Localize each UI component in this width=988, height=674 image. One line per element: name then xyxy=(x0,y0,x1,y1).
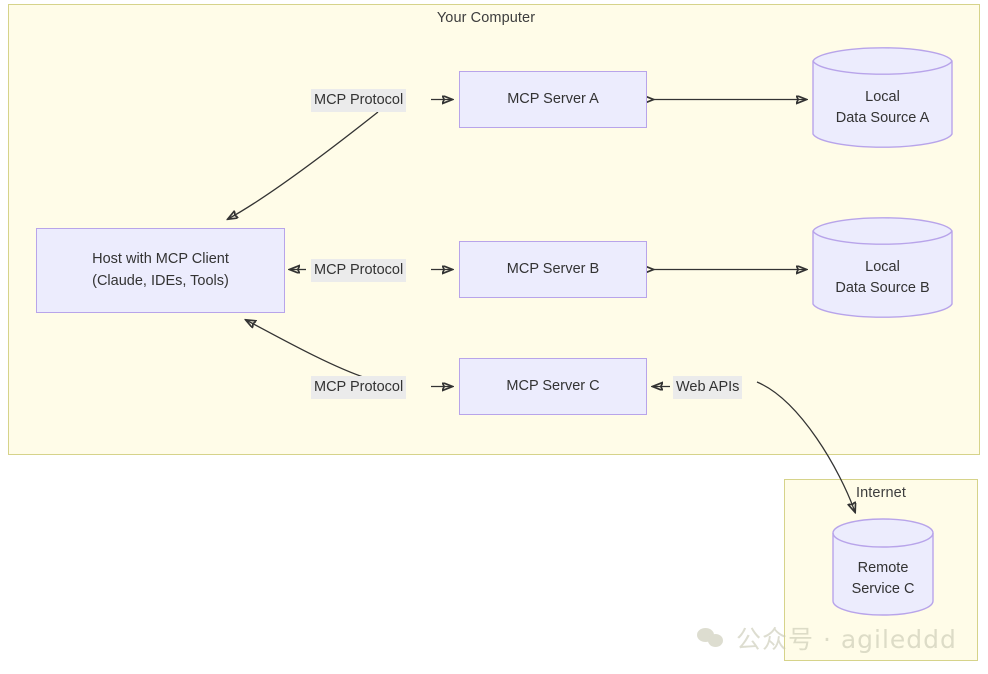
datastore-local-a-label: Local Data Source A xyxy=(812,87,953,129)
node-host-line2: (Claude, IDEs, Tools) xyxy=(92,272,229,289)
node-mcp-server-a[interactable]: MCP Server A xyxy=(459,71,647,128)
datastore-local-a-line1: Local xyxy=(865,89,900,105)
node-mcp-server-c[interactable]: MCP Server C xyxy=(459,358,647,415)
edge-label-mcp-protocol-b: MCP Protocol xyxy=(311,259,407,282)
datastore-local-b-line1: Local xyxy=(865,259,900,275)
watermark: 公众号 · agileddd xyxy=(697,620,957,656)
datastore-local-a-line2: Data Source A xyxy=(835,110,930,127)
edge-label-web-apis: Web APIs xyxy=(673,376,743,399)
edge-label-mcp-protocol-c: MCP Protocol xyxy=(311,376,407,399)
node-mcp-server-a-label: MCP Server A xyxy=(507,90,599,107)
node-mcp-server-b-label: MCP Server B xyxy=(506,260,600,277)
datastore-local-b-line2: Data Source B xyxy=(835,280,930,297)
datastore-remote-c-line1: Remote xyxy=(857,560,909,576)
cylinder-shape-icon xyxy=(832,518,934,616)
node-mcp-server-c-label: MCP Server C xyxy=(506,377,600,394)
cylinder-shape-icon xyxy=(812,47,953,148)
zone-internet-title: Internet xyxy=(856,485,906,501)
datastore-remote-c-line2: Service C xyxy=(851,581,915,598)
node-mcp-server-b[interactable]: MCP Server B xyxy=(459,241,647,298)
watermark-text: 公众号 · agileddd xyxy=(736,625,957,654)
cylinder-shape-icon xyxy=(812,217,953,318)
datastore-remote-c-label: Remote Service C xyxy=(832,558,934,600)
datastore-local-b-label: Local Data Source B xyxy=(812,257,953,299)
node-host-with-mcp-client[interactable]: Host with MCP Client (Claude, IDEs, Tool… xyxy=(36,228,285,313)
node-host-line1: Host with MCP Client xyxy=(92,251,229,268)
zone-your-computer-title: Your Computer xyxy=(436,10,536,26)
datastore-local-data-source-a[interactable]: Local Data Source A xyxy=(812,45,953,150)
wechat-icon xyxy=(697,626,727,650)
edge-label-mcp-protocol-a: MCP Protocol xyxy=(311,89,407,112)
datastore-local-data-source-b[interactable]: Local Data Source B xyxy=(812,215,953,320)
datastore-remote-service-c[interactable]: Remote Service C xyxy=(832,518,934,616)
